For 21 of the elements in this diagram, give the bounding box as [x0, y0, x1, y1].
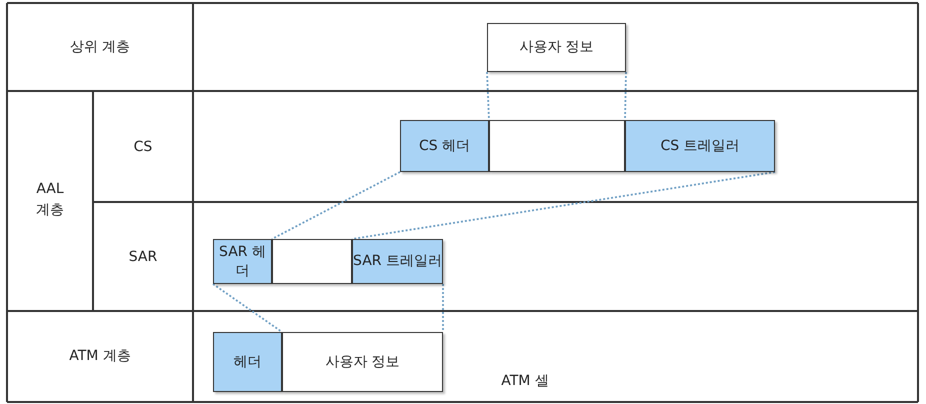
- dotted-line: [486, 72, 490, 120]
- data-box: 사용자 정보: [487, 23, 626, 72]
- dotted-line: [272, 171, 400, 240]
- row-label: AAL 계층: [35, 180, 65, 220]
- dotted-line: [624, 72, 627, 120]
- payload-box: [489, 120, 625, 172]
- dotted-line: [352, 171, 776, 240]
- data-box: 사용자 정보: [282, 332, 443, 392]
- cell-caption: ATM 셀: [501, 372, 549, 390]
- header-box: SAR 헤더: [213, 239, 272, 284]
- row-label: CS: [134, 138, 152, 156]
- header-box: CS 헤더: [400, 120, 489, 172]
- row-label: 상위 계층: [70, 38, 130, 56]
- dotted-line: [442, 284, 444, 332]
- row-label: ATM 계층: [69, 346, 131, 366]
- trailer-box: SAR 트레일러: [352, 239, 443, 284]
- dotted-line: [212, 283, 283, 333]
- payload-box: [272, 239, 352, 284]
- trailer-box: CS 트레일러: [625, 120, 775, 172]
- header-box: 헤더: [213, 332, 282, 392]
- row-label: SAR: [128, 248, 158, 266]
